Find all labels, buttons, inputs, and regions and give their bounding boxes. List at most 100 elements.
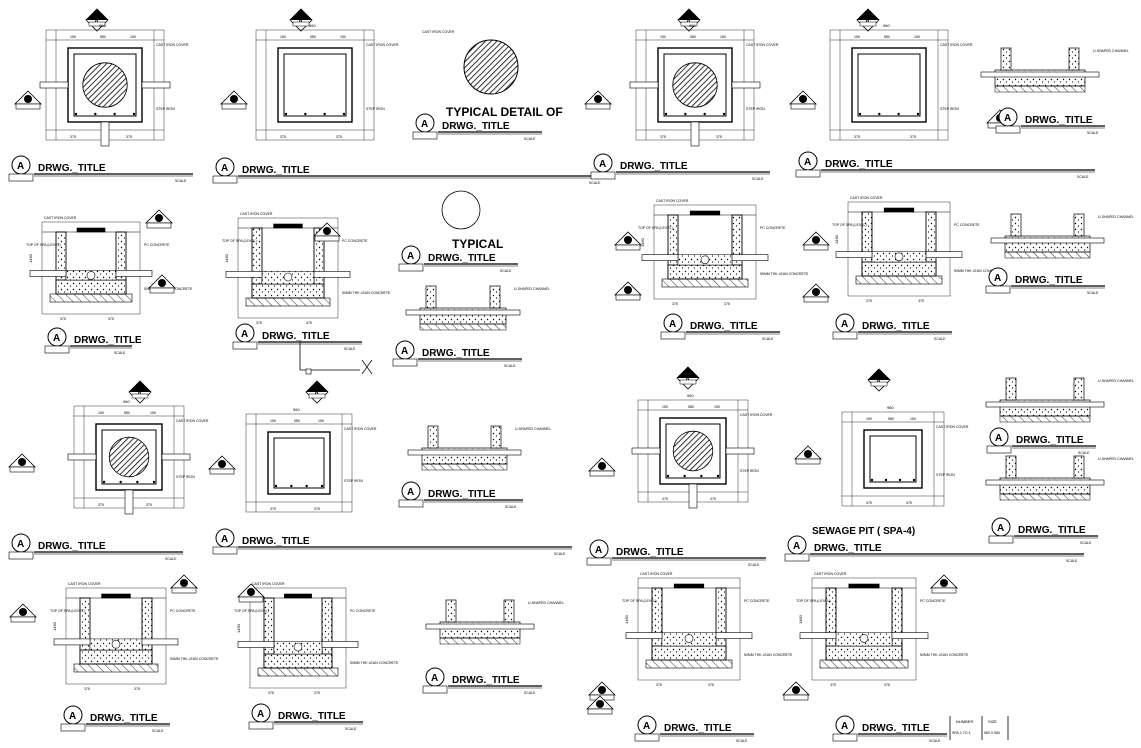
- dim-text: 150: [130, 35, 136, 39]
- cut-dot: [812, 236, 820, 244]
- channel-wall-right: [1073, 213, 1085, 237]
- section-dim-frame: [847, 201, 951, 297]
- note-text: 50MM THK LEAN CONCRETE: [350, 661, 399, 665]
- dim-text: 960: [887, 405, 894, 410]
- section-dim-frame: [249, 587, 347, 689]
- title-letter: A: [421, 119, 428, 130]
- note-text: CAST IRON COVER: [156, 43, 189, 47]
- note-text: TOP OF SPA (LEVEL): [222, 239, 257, 243]
- title-letter: A: [221, 534, 228, 545]
- dim-text: 375: [866, 299, 872, 303]
- dim-text: 150: [660, 35, 666, 39]
- note-text: STEP IRON: [940, 107, 959, 111]
- typical-title: TYPICAL: [452, 237, 503, 251]
- channel-pipe: [990, 237, 1105, 244]
- note-text: CAST IRON COVER: [656, 199, 689, 203]
- section-dim-frame: [811, 577, 917, 681]
- title-scale: SCALE: [114, 351, 126, 355]
- title-scale: SCALE: [736, 739, 748, 743]
- title-letter: A: [431, 673, 438, 684]
- dim-text: 1460: [834, 234, 839, 244]
- section-cut-marker: [584, 90, 612, 110]
- dim-text: 375: [70, 135, 76, 139]
- title-sub-box: [634, 733, 660, 742]
- pit-wall-inner: [283, 53, 347, 117]
- title-sub-box: [660, 331, 686, 340]
- title-text: DRWG._TITLE: [664, 723, 732, 734]
- cut-dot: [24, 95, 32, 103]
- outlet-pipe: [731, 81, 761, 89]
- inlet-pipe: [629, 81, 659, 89]
- cut-box: [149, 287, 175, 294]
- title-letter: A: [1004, 113, 1011, 124]
- dim-text: 375: [660, 135, 666, 139]
- section-cut-marker: [237, 583, 265, 603]
- gravel-bed: [645, 659, 733, 669]
- note-text: PC CONCRETE: [170, 609, 196, 613]
- note-text: U-SHAPED CHANNEL: [1098, 379, 1134, 383]
- cut-box: [589, 470, 615, 477]
- north-marker: A: [856, 8, 880, 32]
- cut-box: [146, 222, 172, 229]
- title-text: DRWG._TITLE: [422, 348, 490, 359]
- gravel-bed: [661, 278, 749, 288]
- title-sub-box: [586, 557, 612, 566]
- channel-circle: [700, 255, 710, 265]
- dim-text: 375: [134, 687, 140, 691]
- channel-detail: U-SHAPED CHANNEL: [985, 455, 1134, 501]
- rebar-dot: [870, 478, 874, 482]
- dim-text: 580: [294, 419, 300, 423]
- title-sub-box: [590, 171, 616, 180]
- section-cut-marker: [588, 457, 616, 477]
- drain-pipe: [688, 483, 698, 509]
- pit-wall-outer: [267, 431, 331, 495]
- base-slab: [55, 279, 127, 295]
- rebar-dot: [152, 480, 156, 484]
- channel-wall-left: [1000, 47, 1012, 71]
- north-top: [868, 369, 890, 380]
- base-slab: [251, 283, 325, 299]
- note-text: U-SHAPED CHANNEL: [1093, 49, 1129, 53]
- outlet-pipe: [141, 81, 171, 89]
- north-marker: A: [867, 368, 891, 392]
- title-letter: A: [17, 161, 24, 172]
- cut-box: [15, 103, 41, 110]
- section-cut-marker: [148, 274, 176, 294]
- title-scale: SCALE: [504, 364, 516, 368]
- channel-base: [439, 637, 521, 645]
- cut-box: [783, 694, 809, 701]
- cut-box: [209, 468, 235, 475]
- channel-detail: U-SHAPED CHANNEL: [405, 285, 550, 331]
- title-sub-box: [8, 173, 34, 182]
- inlet-pipe: [29, 270, 67, 277]
- dim-text: 1460: [224, 253, 229, 263]
- note-text: CAST IRON COVER: [850, 196, 883, 200]
- title-letter: A: [53, 333, 60, 344]
- title-scale: SCALE: [175, 179, 187, 183]
- dim-text: 375: [830, 683, 836, 687]
- north-box: [870, 381, 888, 387]
- title-scale: SCALE: [1087, 291, 1099, 295]
- section-cut-marker: [802, 231, 830, 251]
- channel-detail: U-SHAPED CHANNEL: [990, 213, 1134, 259]
- cut-dot: [596, 700, 604, 708]
- note-text: 50MM THK LEAN CONCRETE: [760, 272, 809, 276]
- base-slab: [861, 261, 937, 277]
- section-cut-marker: [782, 681, 810, 701]
- north-box: [131, 393, 149, 399]
- channel-wall-right: [503, 599, 515, 623]
- section-cut-marker: [930, 574, 958, 594]
- title-scale: SCALE: [344, 347, 356, 351]
- section-cut-marker: [588, 681, 616, 701]
- note-text: PC CONCRETE: [744, 599, 770, 603]
- rebar-dot: [284, 112, 288, 116]
